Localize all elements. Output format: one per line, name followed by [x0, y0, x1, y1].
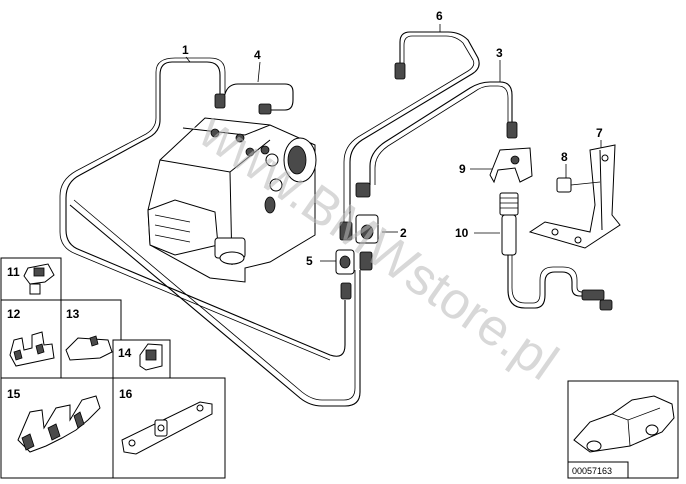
clip-panels: 11 12 13 14 15 16: [0, 257, 226, 479]
callout-1: 1: [182, 43, 189, 57]
callout-6: 6: [436, 9, 443, 23]
brake-hose-10: [499, 192, 519, 256]
callout-8: 8: [561, 150, 568, 164]
panel-label-16: 16: [119, 387, 133, 401]
car-thumbnail: 00057163: [567, 380, 679, 479]
bracket-7: [528, 144, 621, 249]
callout-numbers: 1 2 3 4 5 6 7 8 9 10: [182, 9, 603, 268]
callout-4: 4: [254, 48, 261, 62]
callout-10: 10: [455, 226, 469, 240]
callout-2: 2: [400, 226, 407, 240]
callout-7: 7: [596, 126, 603, 140]
panel-label-14: 14: [118, 346, 132, 360]
callout-9: 9: [459, 162, 466, 176]
panel-label-15: 15: [7, 387, 21, 401]
brake-lines: [59, 31, 595, 407]
connector-5: [335, 249, 373, 275]
line-fittings: [214, 62, 613, 311]
callout-3: 3: [496, 46, 503, 60]
bracket-9: [489, 147, 533, 184]
leader-lines: [185, 24, 602, 262]
panel-label-11: 11: [7, 265, 20, 279]
abs-hydraulic-unit: [147, 117, 317, 283]
thumbnail-code: 00057163: [572, 466, 612, 476]
connector-2: [339, 214, 379, 244]
panel-label-13: 13: [66, 307, 80, 321]
panel-label-12: 12: [7, 307, 21, 321]
bolt-8: [556, 177, 601, 193]
callout-5: 5: [306, 254, 313, 268]
